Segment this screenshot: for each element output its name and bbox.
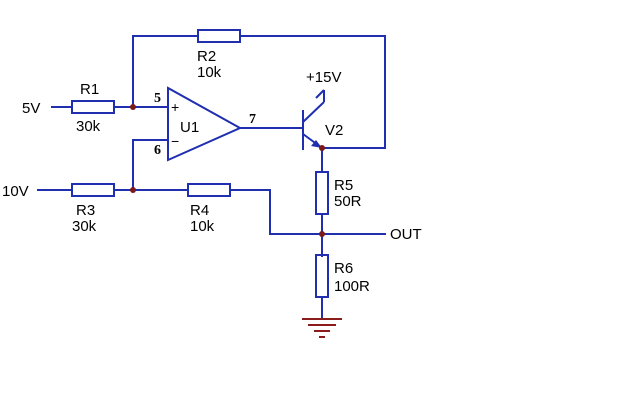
r1-name: R1 (80, 81, 99, 98)
r4-value: 10k (190, 218, 215, 235)
pin-7-label: 7 (249, 112, 256, 127)
transistor-label: V2 (325, 122, 343, 139)
opamp-u1 (167, 86, 243, 162)
pin-6-label: 6 (154, 143, 161, 158)
r3-name: R3 (76, 202, 95, 219)
opamp-plus-sign: + (171, 99, 179, 115)
resistor-r5 (315, 171, 329, 215)
r2-name: R2 (197, 48, 216, 65)
output-label: OUT (390, 226, 422, 243)
supply-label: +15V (306, 69, 341, 86)
input-label-10v: 10V (2, 183, 29, 200)
junction-node-inv (130, 187, 136, 193)
supply-arrow (315, 89, 325, 99)
opamp-name: U1 (180, 119, 199, 136)
transistor-collector (302, 101, 325, 123)
r5-value: 50R (334, 193, 362, 210)
r2-value: 10k (197, 64, 222, 81)
resistor-r2 (197, 29, 241, 43)
r6-name: R6 (334, 260, 353, 277)
r5-name: R5 (334, 177, 353, 194)
junction-node-emitter (319, 145, 325, 151)
ground-symbol (302, 318, 342, 338)
wires (37, 35, 386, 319)
resistor-r4 (187, 183, 231, 197)
r1-value: 30k (76, 118, 101, 135)
transistor-v2 (302, 89, 325, 150)
resistor-r1 (71, 100, 115, 114)
junction-node-noninv (130, 104, 136, 110)
junction-node-out (319, 231, 325, 237)
r6-value: 100R (334, 278, 370, 295)
resistor-r3 (71, 183, 115, 197)
opamp-minus-sign: − (171, 133, 179, 149)
r4-name: R4 (190, 202, 209, 219)
input-label-5v: 5V (22, 100, 40, 117)
resistor-r6 (315, 254, 329, 298)
transistor-emitter-arrow (311, 140, 322, 148)
pin-5-label: 5 (154, 91, 161, 106)
r3-value: 30k (72, 218, 97, 235)
